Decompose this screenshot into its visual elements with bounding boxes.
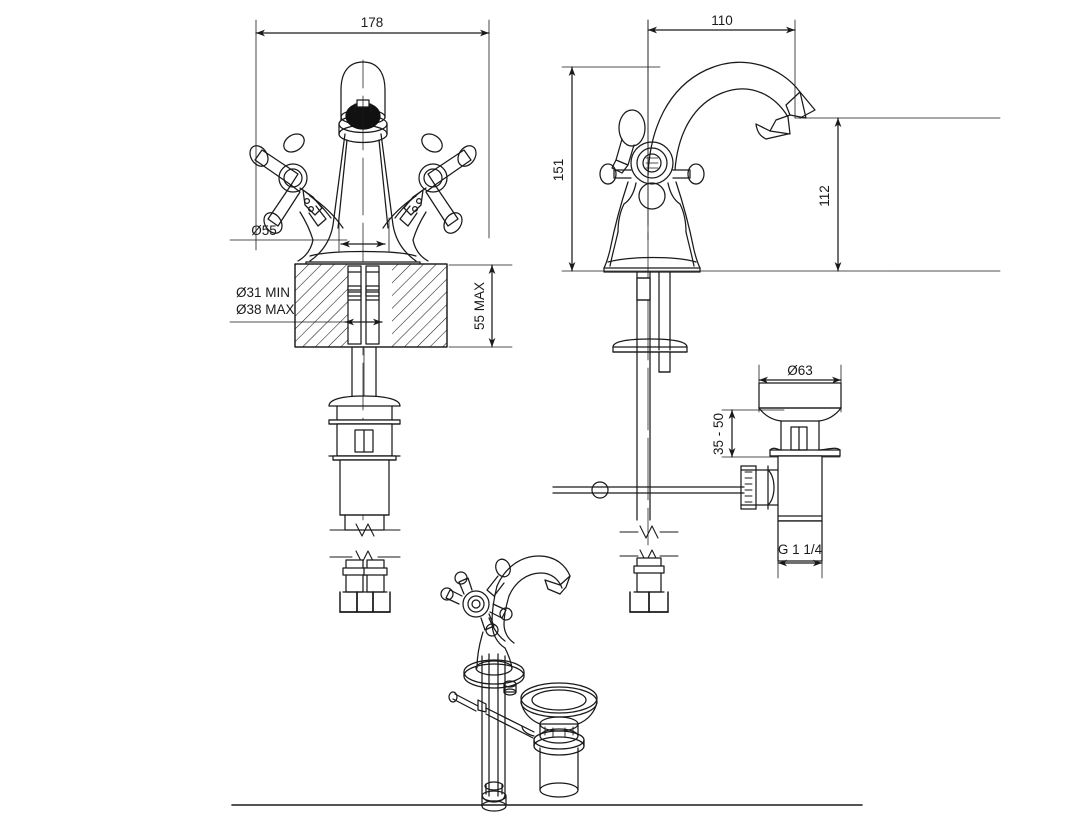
dimension-151-label: 151 bbox=[551, 159, 566, 182]
waste-flange bbox=[758, 382, 842, 422]
dimension-112-label: 112 bbox=[817, 185, 832, 207]
dimension-thread: G 1 1/4 bbox=[777, 520, 823, 579]
isometric-perspective-view bbox=[440, 555, 598, 812]
front-elevation-view: 178 bbox=[229, 15, 513, 613]
front-right-handle bbox=[382, 133, 477, 262]
iso-lever-rod bbox=[448, 691, 535, 739]
dimension-110-label: 110 bbox=[711, 13, 733, 28]
front-left-handle bbox=[249, 133, 344, 262]
iso-cross-handle bbox=[440, 558, 513, 642]
dimension-35-50-label: 35 - 50 bbox=[711, 413, 726, 455]
front-tail-pipes bbox=[329, 550, 401, 613]
side-body bbox=[603, 181, 701, 273]
dimension-55max: 55 MAX bbox=[448, 264, 513, 348]
dimension-178-label: 178 bbox=[361, 15, 384, 30]
dimension-hole-max-label: Ø38 MAX bbox=[236, 302, 295, 317]
iso-shank-tubes bbox=[481, 653, 507, 812]
dimension-dia55-label: Ø55 bbox=[251, 223, 277, 238]
iso-base bbox=[463, 631, 525, 696]
side-cross-handle bbox=[599, 109, 705, 233]
dimension-hole-diameter: Ø31 MIN Ø38 MAX bbox=[229, 285, 383, 326]
dimension-151: 151 bbox=[551, 66, 1001, 272]
dimension-dia63-label: Ø63 bbox=[787, 363, 813, 378]
side-spout bbox=[647, 61, 816, 176]
front-underdeck-assembly bbox=[328, 347, 401, 537]
waste-body bbox=[552, 420, 841, 562]
iso-waste bbox=[520, 682, 598, 798]
dimension-dia55: Ø55 bbox=[229, 217, 390, 253]
dimension-55max-label: 55 MAX bbox=[472, 282, 487, 330]
dimension-112: 112 bbox=[794, 117, 1001, 272]
dimension-thread-label: G 1 1/4 bbox=[778, 542, 823, 557]
iso-spout bbox=[491, 555, 571, 649]
waste-assembly-detail-view: Ø63 35 - 50 bbox=[552, 363, 842, 579]
dimension-178: 178 bbox=[255, 15, 490, 251]
side-elevation-view: 110 151 112 bbox=[551, 13, 1001, 613]
dimension-hole-min-label: Ø31 MIN bbox=[236, 285, 290, 300]
